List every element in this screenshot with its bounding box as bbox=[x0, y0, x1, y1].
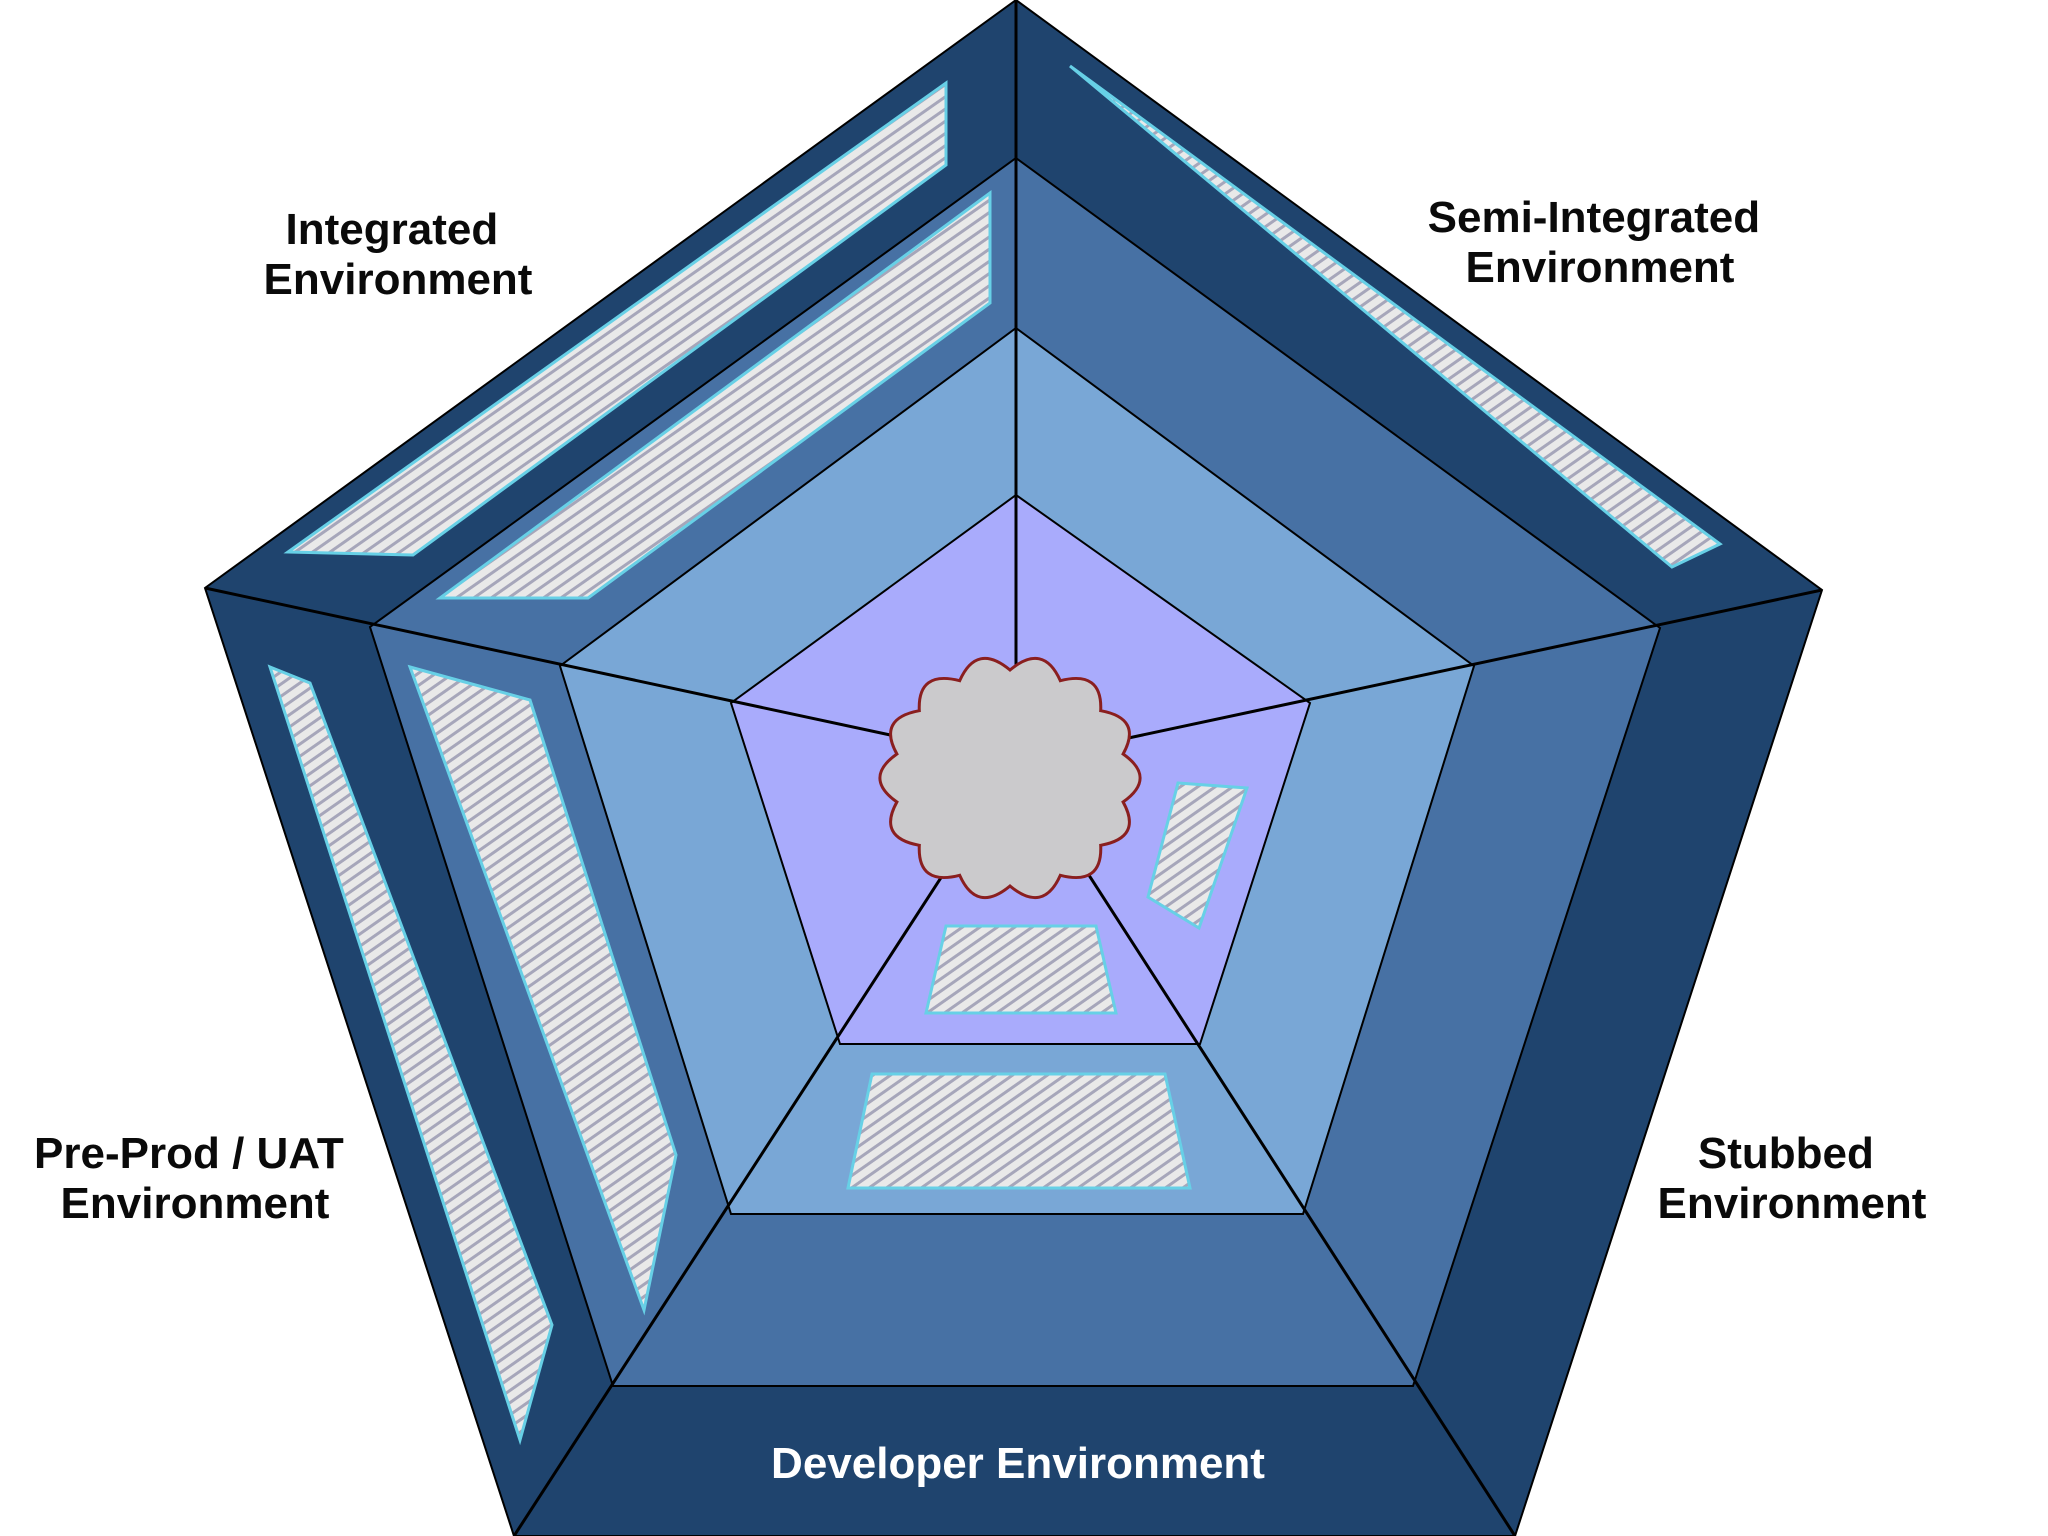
pre-prod-uat-environment-label: Pre-Prod / UAT Environment bbox=[34, 1129, 356, 1228]
striped-panel-0 bbox=[283, 80, 948, 557]
developer-environment-label: Developer Environment bbox=[771, 1439, 1265, 1488]
integrated-environment-label: Integrated Environment bbox=[264, 205, 533, 304]
striped-panel-2 bbox=[1069, 64, 1723, 569]
spoke-line-4 bbox=[204, 586, 1017, 764]
spoke-line-3 bbox=[512, 761, 1018, 1536]
striped-panels bbox=[267, 64, 1723, 1446]
ring-outline-2 bbox=[558, 326, 1476, 1215]
semi-integrated-environment-label: Semi-Integrated Environment bbox=[1428, 193, 1773, 292]
ring-outline-1 bbox=[368, 156, 1662, 1387]
striped-panel-6 bbox=[924, 924, 1118, 1015]
striped-panel-5 bbox=[1146, 781, 1250, 931]
ring-outline-3 bbox=[729, 493, 1312, 1045]
striped-panel-1 bbox=[435, 190, 992, 600]
spoke-line-2 bbox=[1014, 761, 1517, 1536]
ring-outline-0 bbox=[203, 0, 1824, 1536]
spoke-line-1 bbox=[1015, 588, 1823, 764]
stubbed-environment-label: Stubbed Environment bbox=[1658, 1129, 1927, 1228]
striped-panel-7 bbox=[846, 1072, 1192, 1190]
pentagon-edge-lines bbox=[203, 0, 1824, 1536]
cloud-icon bbox=[878, 656, 1142, 900]
striped-panel-3 bbox=[267, 664, 554, 1446]
striped-panel-4 bbox=[407, 664, 678, 1316]
